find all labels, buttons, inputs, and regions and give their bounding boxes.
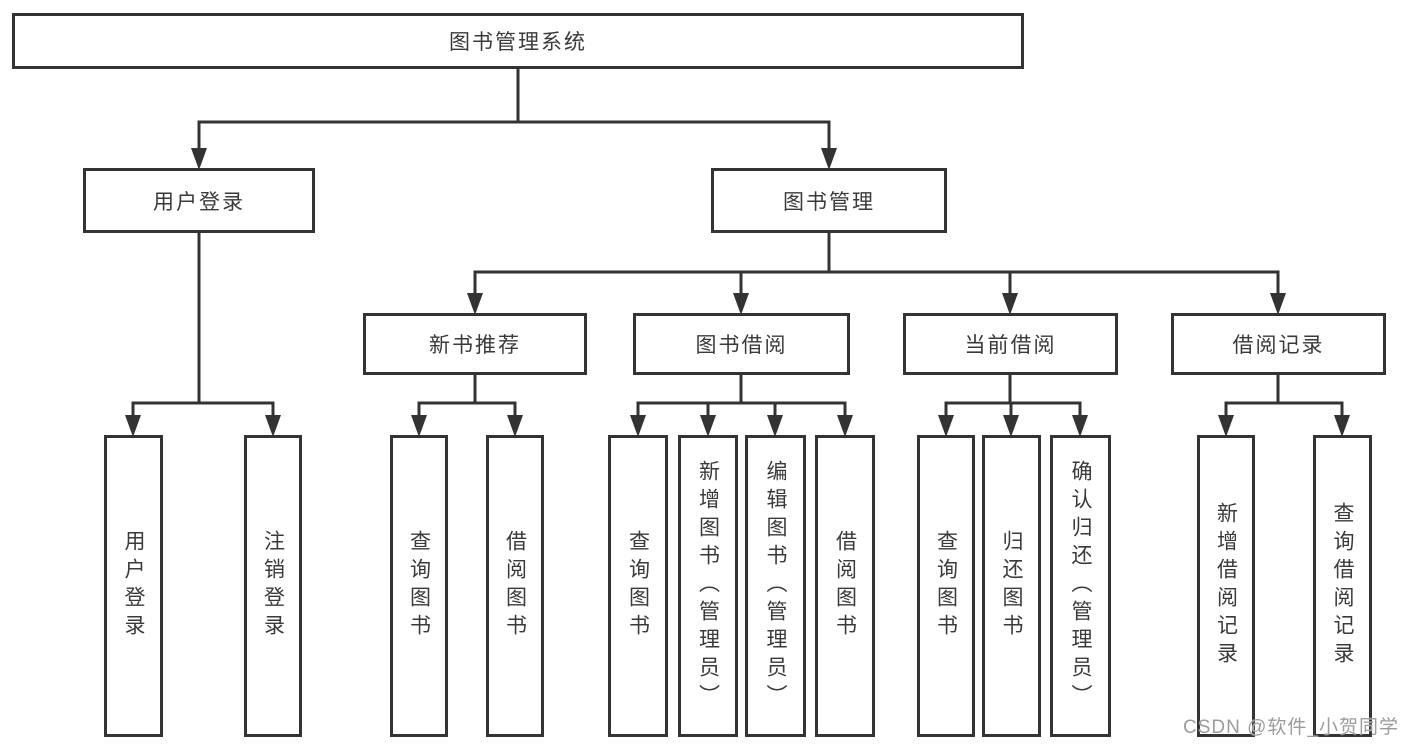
node-borrowing-records: 借阅记录 [1171, 313, 1386, 375]
leaf-confirm-return-admin: 确认归还（管理员） [1050, 435, 1111, 737]
leaf-logout: 注销登录 [244, 435, 302, 737]
leaf-user-login: 用户登录 [104, 435, 163, 737]
node-borrowing-records-label: 借阅记录 [1232, 334, 1325, 357]
node-book-management: 图书管理 [711, 168, 947, 233]
leaf-borrowing-borrow-books: 借阅图书 [815, 435, 875, 737]
node-user-login: 用户登录 [83, 168, 315, 233]
node-current-borrowing-label: 当前借阅 [964, 334, 1057, 357]
node-root: 图书管理系统 [12, 13, 1024, 69]
node-user-login-label: 用户登录 [153, 190, 245, 214]
leaf-add-borrow-record-label: 新增借阅记录 [1214, 502, 1238, 670]
leaf-add-borrow-record: 新增借阅记录 [1197, 435, 1255, 737]
leaf-return-books: 归还图书 [982, 435, 1041, 737]
leaf-borrowing-borrow-books-label: 借阅图书 [833, 530, 857, 642]
leaf-confirm-return-admin-label: 确认归还（管理员） [1069, 460, 1093, 712]
leaf-edit-books-admin: 编辑图书（管理员） [745, 435, 806, 737]
leaf-query-borrow-record: 查询借阅记录 [1313, 435, 1372, 737]
leaf-borrowing-query-books: 查询图书 [608, 435, 668, 737]
leaf-return-books-label: 归还图书 [1000, 530, 1024, 642]
node-current-borrowing: 当前借阅 [903, 313, 1118, 375]
leaf-borrowing-query-books-label: 查询图书 [626, 530, 650, 642]
node-root-label: 图书管理系统 [449, 31, 587, 54]
node-book-management-label: 图书管理 [783, 190, 875, 214]
csdn-watermark: CSDN @软件_小贺同学 [1183, 717, 1399, 738]
node-new-book-recommend: 新书推荐 [363, 313, 587, 375]
leaf-add-books-admin-label: 新增图书（管理员） [696, 460, 720, 712]
leaf-logout-label: 注销登录 [261, 530, 285, 642]
leaf-edit-books-admin-label: 编辑图书（管理员） [764, 460, 788, 712]
node-book-borrowing-label: 图书借阅 [695, 334, 788, 357]
node-book-borrowing: 图书借阅 [633, 313, 850, 375]
leaf-current-query-books: 查询图书 [917, 435, 975, 737]
leaf-recommend-borrow-books: 借阅图书 [486, 435, 544, 737]
node-new-book-recommend-label: 新书推荐 [429, 334, 521, 357]
leaf-recommend-query-books-label: 查询图书 [407, 530, 431, 642]
connector-shafts [131, 69, 1344, 419]
leaf-recommend-query-books: 查询图书 [390, 435, 448, 737]
leaf-user-login-label: 用户登录 [122, 530, 146, 642]
leaf-add-books-admin: 新增图书（管理员） [678, 435, 738, 737]
leaf-current-query-books-label: 查询图书 [934, 530, 958, 642]
leaf-recommend-borrow-books-label: 借阅图书 [503, 530, 527, 642]
leaf-query-borrow-record-label: 查询借阅记录 [1331, 502, 1355, 670]
